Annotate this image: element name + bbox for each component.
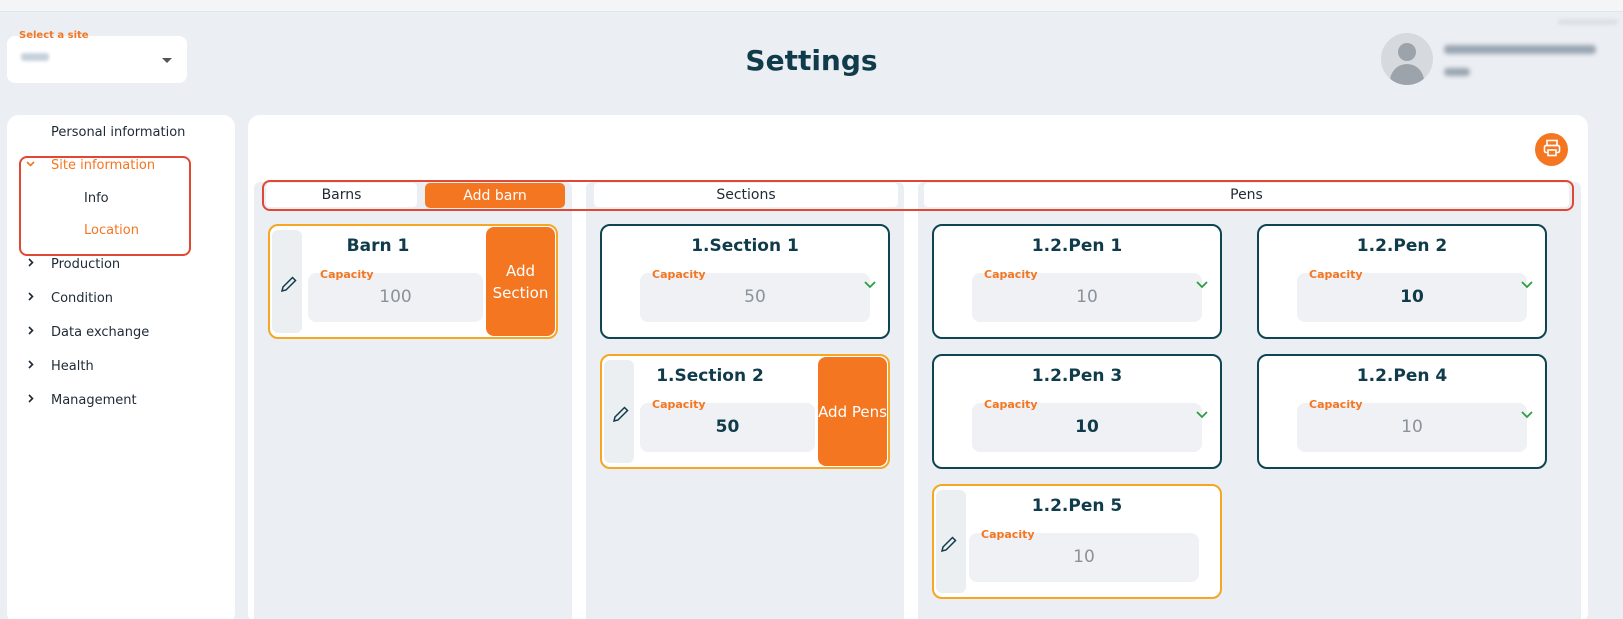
- add-section-button[interactable]: Add Section: [486, 227, 555, 336]
- barn-card[interactable]: Barn 1 Capacity 100 Add Section: [268, 224, 558, 339]
- chevron-down-icon: [25, 158, 35, 173]
- capacity-value: 50: [715, 417, 740, 437]
- chevron-right-icon: [25, 325, 35, 340]
- card-title: 1.2.Pen 5: [1031, 496, 1123, 516]
- capacity-field[interactable]: Capacity 10: [1297, 268, 1527, 322]
- edit-strip: [604, 360, 634, 463]
- capacity-field[interactable]: Capacity 10: [969, 528, 1199, 582]
- capacity-label: Capacity: [652, 268, 706, 281]
- capacity-value: 10: [1075, 417, 1099, 437]
- card-title: 1.Section 1: [691, 236, 799, 256]
- site-select-label: Select a site: [19, 30, 89, 41]
- sidebar-item-label: Health: [51, 358, 94, 374]
- card-title: 1.2.Pen 2: [1356, 236, 1448, 256]
- capacity-label: Capacity: [984, 268, 1038, 281]
- corner-note: [1558, 19, 1618, 25]
- top-bar: [0, 0, 1623, 12]
- pen-card[interactable]: 1.2.Pen 4 Capacity 10: [1257, 354, 1547, 469]
- tab-barns[interactable]: Barns: [266, 183, 417, 207]
- chevron-down-icon[interactable]: [1194, 406, 1210, 422]
- print-button[interactable]: [1535, 133, 1568, 166]
- pen-card[interactable]: 1.2.Pen 5 Capacity 10: [932, 484, 1222, 599]
- capacity-value: 100: [379, 287, 412, 307]
- chevron-right-icon: [25, 291, 35, 306]
- card-title: 1.2.Pen 3: [1031, 366, 1123, 386]
- chevron-down-icon[interactable]: [1519, 406, 1535, 422]
- chevron-down-icon[interactable]: [1194, 276, 1210, 292]
- chevron-right-icon: [25, 257, 35, 272]
- capacity-field[interactable]: Capacity 10: [1297, 398, 1527, 452]
- capacity-field[interactable]: Capacity 10: [972, 398, 1202, 452]
- capacity-value: 10: [1076, 287, 1098, 307]
- capacity-value: 50: [744, 287, 766, 307]
- sidebar-item-label: Condition: [51, 290, 114, 306]
- capacity-label: Capacity: [320, 268, 374, 281]
- capacity-label: Capacity: [981, 528, 1035, 541]
- pen-card[interactable]: 1.2.Pen 3 Capacity 10: [932, 354, 1222, 469]
- avatar-head-icon: [1398, 43, 1416, 61]
- sidebar-item-location[interactable]: Location: [84, 223, 139, 238]
- sidebar-item-label: Data exchange: [51, 324, 150, 340]
- edit-strip: [936, 490, 966, 593]
- pencil-icon[interactable]: [611, 404, 631, 424]
- capacity-field[interactable]: Capacity 50: [640, 268, 870, 322]
- user-email: [1444, 45, 1596, 54]
- add-pens-button[interactable]: Add Pens: [818, 357, 887, 466]
- capacity-value: 10: [1400, 287, 1424, 307]
- capacity-label: Capacity: [1309, 268, 1363, 281]
- card-title: 1.2.Pen 1: [1031, 236, 1123, 256]
- pencil-icon[interactable]: [279, 274, 299, 294]
- section-card[interactable]: 1.Section 2 Capacity 50 Add Pens: [600, 354, 890, 469]
- capacity-field[interactable]: Capacity 50: [640, 398, 815, 452]
- capacity-label: Capacity: [1309, 398, 1363, 411]
- edit-strip: [272, 230, 302, 333]
- caret-down-icon: [162, 58, 172, 63]
- chevron-down-icon[interactable]: [862, 276, 878, 292]
- sidebar-item-label: Site information: [51, 157, 156, 173]
- page-title: Settings: [745, 44, 878, 77]
- card-title: 1.Section 2: [656, 366, 764, 386]
- sidebar-item-label: Production: [51, 256, 121, 272]
- user-site: [1444, 68, 1470, 76]
- section-card[interactable]: 1.Section 1 Capacity 50: [600, 224, 890, 339]
- capacity-label: Capacity: [984, 398, 1038, 411]
- site-information-highlight: [19, 156, 191, 256]
- card-title: Barn 1: [346, 236, 410, 256]
- tab-sections[interactable]: Sections: [594, 183, 898, 207]
- chevron-right-icon: [25, 393, 35, 408]
- sidebar-item-label: Management: [51, 392, 137, 408]
- site-select-value: [21, 53, 49, 61]
- tab-pens[interactable]: Pens: [924, 183, 1569, 207]
- chevron-right-icon: [25, 359, 35, 374]
- column-header-highlight: [262, 180, 1574, 211]
- capacity-field[interactable]: Capacity 10: [972, 268, 1202, 322]
- site-select[interactable]: Select a site: [7, 30, 187, 83]
- capacity-value: 10: [1073, 547, 1095, 567]
- avatar[interactable]: [1381, 33, 1433, 85]
- capacity-value: 10: [1401, 417, 1423, 437]
- sidebar-item-label: Personal information: [51, 124, 186, 140]
- pen-card[interactable]: 1.2.Pen 1 Capacity 10: [932, 224, 1222, 339]
- card-title: 1.2.Pen 4: [1356, 366, 1448, 386]
- capacity-field[interactable]: Capacity 100: [308, 268, 483, 322]
- chevron-down-icon[interactable]: [1519, 276, 1535, 292]
- pen-card[interactable]: 1.2.Pen 2 Capacity 10: [1257, 224, 1547, 339]
- sidebar-item-info[interactable]: Info: [84, 191, 109, 206]
- pencil-icon[interactable]: [939, 534, 959, 554]
- printer-icon: [1542, 138, 1562, 162]
- sidebar: Personal information Site information In…: [7, 115, 235, 619]
- add-barn-button[interactable]: Add barn: [425, 183, 565, 208]
- capacity-label: Capacity: [652, 398, 706, 411]
- avatar-body-icon: [1390, 64, 1424, 85]
